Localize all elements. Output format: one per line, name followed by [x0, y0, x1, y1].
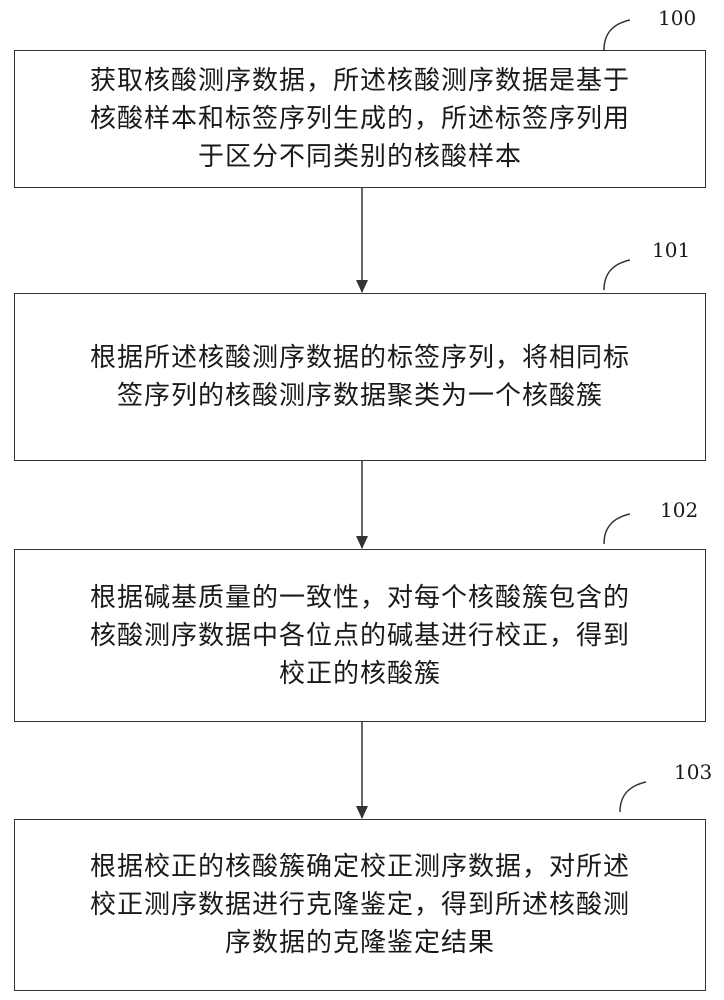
ref-label-103: 103: [674, 760, 713, 784]
step-102-line-1: 根据碱基质量的一致性，对每个核酸簇包含的: [89, 582, 630, 613]
ref-label-101: 101: [652, 238, 691, 262]
step-102-line-2: 核酸测序数据中各位点的碱基进行校正，得到: [89, 620, 630, 651]
step-text-102: 根据碱基质量的一致性，对每个核酸簇包含的 核酸测序数据中各位点的碱基进行校正，得…: [90, 579, 630, 693]
step-box-103: 根据校正的核酸簇确定校正测序数据，对所述 校正测序数据进行克隆鉴定，得到所述核酸…: [14, 819, 706, 991]
ref-label-102: 102: [660, 498, 699, 522]
step-box-101: 根据所述核酸测序数据的标签序列，将相同标 签序列的核酸测序数据聚类为一个核酸簇: [14, 293, 706, 461]
step-text-103: 根据校正的核酸簇确定校正测序数据，对所述 校正测序数据进行克隆鉴定，得到所述核酸…: [90, 848, 630, 962]
leader-curve-101: [603, 259, 631, 291]
arrowhead-100-101: [356, 280, 368, 293]
leader-curve-103: [619, 781, 647, 813]
step-box-102: 根据碱基质量的一致性，对每个核酸簇包含的 核酸测序数据中各位点的碱基进行校正，得…: [14, 549, 706, 722]
step-102-line-3: 校正的核酸簇: [278, 658, 441, 689]
step-box-100: 获取核酸测序数据，所述核酸测序数据是基于 核酸样本和标签序列生成的，所述标签序列…: [14, 50, 706, 188]
step-103-line-2: 校正测序数据进行克隆鉴定，得到所述核酸测: [89, 890, 630, 920]
step-100-line-1: 获取核酸测序数据，所述核酸测序数据是基于: [89, 66, 630, 96]
arrowhead-102-103: [356, 806, 368, 819]
step-100-line-3: 于区分不同类别的核酸样本: [197, 142, 522, 172]
step-103-line-3: 序数据的克隆鉴定结果: [224, 928, 495, 958]
ref-label-100: 100: [658, 6, 697, 30]
leader-curve-102: [603, 513, 631, 545]
arrowhead-101-102: [356, 536, 368, 549]
step-101-line-2: 签序列的核酸测序数据聚类为一个核酸簇: [116, 381, 603, 411]
step-101-line-1: 根据所述核酸测序数据的标签序列，将相同标: [89, 343, 630, 373]
leader-curve-100: [603, 19, 631, 51]
step-100-line-2: 核酸样本和标签序列生成的，所述标签序列用: [89, 104, 630, 134]
step-103-line-1: 根据校正的核酸簇确定校正测序数据，对所述: [89, 852, 630, 882]
step-text-100: 获取核酸测序数据，所述核酸测序数据是基于 核酸样本和标签序列生成的，所述标签序列…: [90, 62, 630, 176]
step-text-101: 根据所述核酸测序数据的标签序列，将相同标 签序列的核酸测序数据聚类为一个核酸簇: [90, 339, 630, 415]
